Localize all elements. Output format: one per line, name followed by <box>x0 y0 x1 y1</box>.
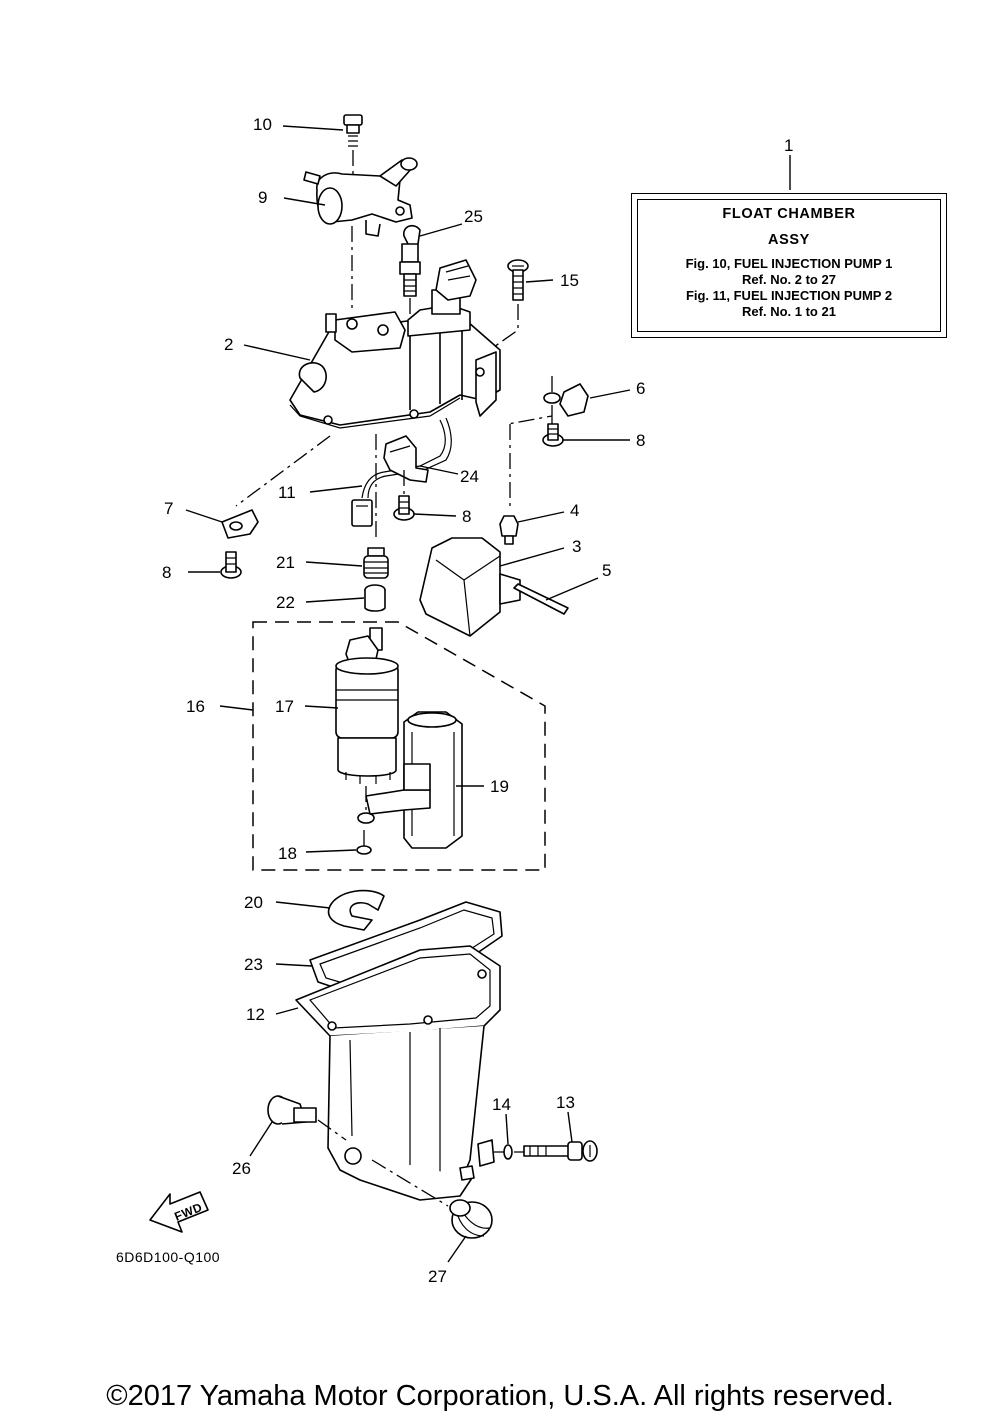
note-line: Ref. No. 2 to 27 <box>742 272 836 287</box>
callout-7: 7 <box>164 499 173 518</box>
callout-10: 10 <box>253 115 272 134</box>
part-6-clip <box>543 383 589 417</box>
part-14-o-ring <box>494 1144 524 1160</box>
part-15-screw <box>483 259 529 355</box>
part-16-assembly-outline <box>252 621 546 871</box>
part-20-retainer <box>327 889 385 931</box>
part-27-grommet <box>371 1159 493 1239</box>
callout-labels: 1 2 3 4 5 6 7 8 8 8 8 9 10 11 12 13 14 1… <box>162 115 793 1286</box>
note-title: FLOAT CHAMBER <box>722 206 856 222</box>
callout-24: 24 <box>460 467 479 486</box>
part-4-needle-valve <box>499 515 519 545</box>
callout-21: 21 <box>276 553 295 572</box>
callout-8b: 8 <box>462 507 471 526</box>
part-8-screw-a <box>542 423 564 447</box>
part-22-collar <box>364 584 386 612</box>
callout-6: 6 <box>636 379 645 398</box>
assembly-note-box: FLOAT CHAMBER ASSY Fig. 10, FUEL INJECTI… <box>631 193 947 338</box>
callout-12: 12 <box>246 1005 265 1024</box>
part-12-float-chamber <box>295 945 501 1201</box>
callout-11: 11 <box>278 483 296 502</box>
callout-15: 15 <box>560 271 579 290</box>
part-10-bolt <box>343 114 363 175</box>
note-line: Fig. 10, FUEL INJECTION PUMP 1 <box>685 256 893 271</box>
part-19-filter <box>365 711 463 849</box>
callout-23: 23 <box>244 955 263 974</box>
note-subtitle: ASSY <box>768 232 810 248</box>
callout-18: 18 <box>278 844 297 863</box>
callout-5: 5 <box>602 561 611 580</box>
part-8-screw-b <box>393 495 415 521</box>
callout-20: 20 <box>244 893 263 912</box>
part-3-float <box>419 537 521 637</box>
part-7-bracket <box>221 509 259 539</box>
copyright-notice: ©2017 Yamaha Motor Corporation, U.S.A. A… <box>106 1380 894 1412</box>
part-5-pin <box>513 583 569 615</box>
reference-code: 6D6D100-Q100 <box>116 1249 220 1265</box>
fwd-arrow-icon: FWD <box>149 1191 209 1233</box>
callout-1: 1 <box>784 136 793 155</box>
part-21-damper <box>363 547 389 579</box>
note-line: Fig. 11, FUEL INJECTION PUMP 2 <box>685 288 893 303</box>
callout-22: 22 <box>276 593 295 612</box>
part-17-fuel-pump <box>335 627 399 812</box>
callout-2: 2 <box>224 335 233 354</box>
callout-4: 4 <box>570 501 579 520</box>
callout-17: 17 <box>275 697 294 716</box>
part-26-plug <box>267 1095 347 1141</box>
part-2-housing <box>289 259 501 429</box>
callout-16: 16 <box>186 697 205 716</box>
callout-13: 13 <box>556 1093 575 1112</box>
callout-3: 3 <box>572 537 581 556</box>
callout-8c: 8 <box>162 563 171 582</box>
part-9-regulator <box>303 157 418 310</box>
callout-14: 14 <box>492 1095 511 1114</box>
pump-seal <box>357 812 375 824</box>
callout-25: 25 <box>464 207 483 226</box>
part-18-o-ring <box>356 830 372 855</box>
callout-9: 9 <box>258 188 267 207</box>
callout-leaders <box>185 125 791 1263</box>
part-8-screw-c <box>220 551 242 579</box>
callout-19: 19 <box>490 777 509 796</box>
part-24-clamp <box>383 435 429 483</box>
callout-8a: 8 <box>636 431 645 450</box>
note-line: Ref. No. 1 to 21 <box>742 304 836 319</box>
part-13-drain-screw <box>523 1140 598 1162</box>
part-25-fitting <box>399 224 421 318</box>
callout-26: 26 <box>232 1159 251 1178</box>
callout-27: 27 <box>428 1267 447 1286</box>
